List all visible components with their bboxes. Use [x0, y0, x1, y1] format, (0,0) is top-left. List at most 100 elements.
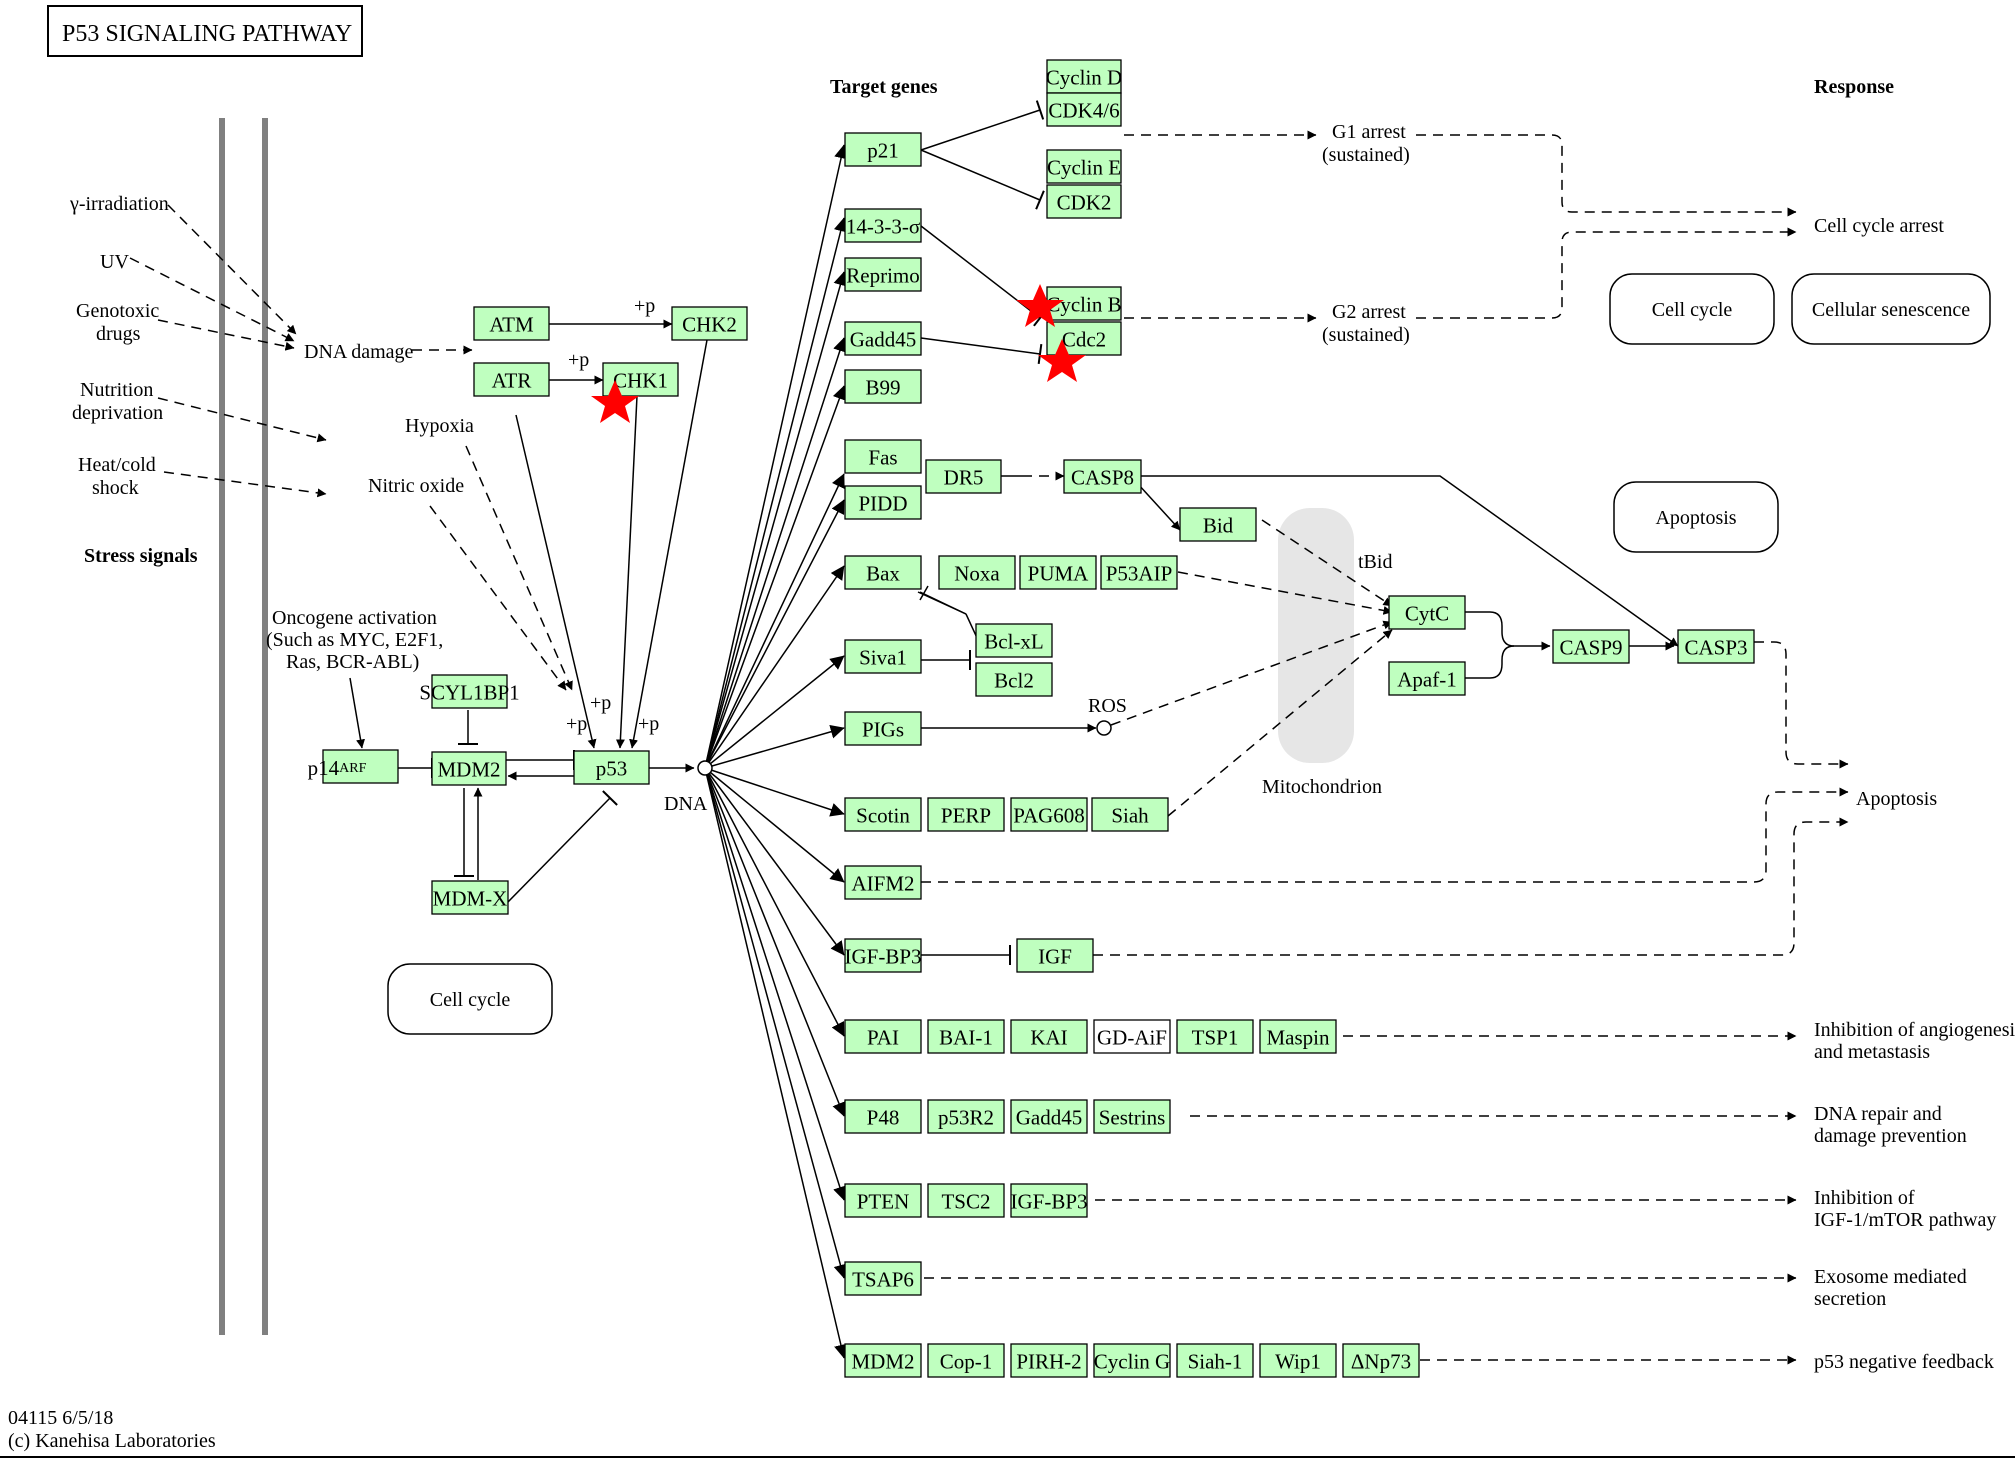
gene-puma[interactable]: PUMA — [1019, 555, 1097, 590]
gene-sestrins[interactable]: Sestrins — [1093, 1099, 1171, 1134]
gene-scotin[interactable]: Scotin — [844, 797, 922, 832]
gene-mdm2[interactable]: MDM2 — [431, 751, 507, 786]
gene-cycline[interactable]: Cyclin E — [1046, 149, 1122, 184]
gene-gadd45[interactable]: Gadd45 — [844, 321, 922, 356]
highlight-stars — [591, 284, 1086, 423]
gene-cyclind-label: Cyclin D — [1046, 66, 1122, 90]
gene-bcl2[interactable]: Bcl2 — [975, 662, 1053, 697]
gene-p53r2[interactable]: p53R2 — [927, 1099, 1005, 1134]
gene-p53[interactable]: p53 — [573, 750, 650, 785]
gene-bax[interactable]: Bax — [844, 555, 922, 590]
gene-cyclinG[interactable]: Cyclin G — [1093, 1343, 1171, 1378]
gene-p53aip[interactable]: P53AIP — [1100, 555, 1178, 590]
gene-igfbp3b[interactable]: IGF-BP3 — [1010, 1183, 1088, 1218]
gene-cyclinb[interactable]: Cyclin B — [1046, 286, 1122, 321]
gene-igfbp3[interactable]: IGF-BP3 — [844, 938, 922, 973]
gene-p48[interactable]: P48 — [844, 1099, 922, 1134]
gene-chk2[interactable]: CHK2 — [671, 306, 748, 341]
gene-mdmx[interactable]: MDM-X — [431, 880, 509, 915]
edge-bcl-inhibit-bax — [917, 591, 979, 641]
gene-cdk2[interactable]: CDK2 — [1046, 184, 1122, 219]
gene-apaf1[interactable]: Apaf-1 — [1388, 661, 1466, 696]
gene-bai1[interactable]: BAI-1 — [927, 1019, 1005, 1054]
gene-aifm2-label: AIFM2 — [851, 872, 914, 896]
g2-arrest-label: G2 arrest — [1332, 301, 1406, 323]
drugs-label: drugs — [96, 323, 141, 345]
edge-cytc-casp9 — [1465, 611, 1551, 651]
gene-pag608[interactable]: PAG608 — [1010, 797, 1088, 832]
edge-dna-pai — [704, 767, 845, 1037]
edge-dna-siva — [704, 655, 845, 769]
gene-pai[interactable]: PAI — [844, 1019, 922, 1054]
gene-pirh2[interactable]: PIRH-2 — [1010, 1343, 1088, 1378]
star-chk1 — [591, 380, 639, 423]
gene-aifm2[interactable]: AIFM2 — [844, 865, 922, 900]
gene-casp9[interactable]: CASP9 — [1552, 629, 1630, 664]
map-cell-cycle-right[interactable]: Cell cycle — [1609, 273, 1775, 345]
gene-gdaif-label: GD-AiF — [1097, 1026, 1167, 1050]
gene-tsp1[interactable]: TSP1 — [1176, 1019, 1254, 1054]
gene-atm[interactable]: ATM — [473, 306, 550, 341]
hypoxia-label: Hypoxia — [405, 415, 474, 437]
gene-gadd45b[interactable]: Gadd45 — [1010, 1099, 1088, 1134]
gene-perp[interactable]: PERP — [927, 797, 1005, 832]
gene-cdc2-label: Cdc2 — [1062, 328, 1106, 352]
page-title: P53 SIGNALING PATHWAY — [62, 21, 352, 47]
gene-casp3[interactable]: CASP3 — [1677, 629, 1755, 664]
gene-bid[interactable]: Bid — [1179, 507, 1257, 542]
gene-pigs[interactable]: PIGs — [844, 711, 922, 746]
gene-casp8[interactable]: CASP8 — [1063, 459, 1142, 494]
gene-scyl1bp1[interactable]: SCYL1BP1 — [419, 674, 520, 709]
gene-sigma[interactable]: 14-3-3-σ — [844, 208, 922, 243]
gene-noxa[interactable]: Noxa — [938, 555, 1016, 590]
gene-cdk46[interactable]: CDK4/6 — [1046, 92, 1122, 127]
map-cellular-senescence[interactable]: Cellular senescence — [1791, 273, 1991, 345]
stress-signal-labels: γ-irradiation UV Genotoxic drugs Nutriti… — [69, 193, 474, 673]
gene-pidd-label: PIDD — [858, 492, 907, 516]
gene-atr[interactable]: ATR — [473, 362, 550, 397]
gene-puma-label: PUMA — [1028, 562, 1090, 586]
response-labels: Cell cycle arrest Apoptosis Inhibition o… — [1814, 215, 2015, 1373]
edge-g1-cell-cycle-arrest — [1416, 134, 1797, 217]
gene-fas[interactable]: Fas — [844, 439, 922, 474]
gene-cytc[interactable]: CytC — [1388, 595, 1466, 630]
gene-igf-label: IGF — [1038, 945, 1072, 969]
apoptosis-response-label: Apoptosis — [1856, 788, 1937, 810]
edge-mdmx-inhibits-p53 — [507, 790, 618, 903]
gene-bclxl[interactable]: Bcl-xL — [975, 623, 1053, 658]
gene-b99[interactable]: B99 — [844, 369, 922, 404]
gene-chk2-label: CHK2 — [682, 313, 737, 337]
gene-p21-label: p21 — [867, 139, 899, 163]
edge-siah-cytc — [1167, 629, 1393, 817]
gene-igf[interactable]: IGF — [1016, 938, 1094, 973]
map-cell-cycle-right-label: Cell cycle — [1652, 299, 1733, 321]
edge-bcl-bar — [919, 585, 929, 601]
gene-chk1-label: CHK1 — [613, 369, 668, 393]
gene-cop1[interactable]: Cop-1 — [927, 1343, 1005, 1378]
gene-tsap6[interactable]: TSAP6 — [844, 1261, 922, 1296]
edge-dna-mdm2 — [704, 767, 848, 1359]
gene-dr5[interactable]: DR5 — [925, 459, 1002, 494]
gene-tsc2[interactable]: TSC2 — [927, 1183, 1005, 1218]
gene-pten[interactable]: PTEN — [844, 1183, 922, 1218]
gene-siva1[interactable]: Siva1 — [844, 639, 922, 674]
gene-maspin[interactable]: Maspin — [1259, 1019, 1337, 1054]
gene-reprimo[interactable]: Reprimo — [844, 257, 922, 292]
gene-p14arf[interactable]: p14ARF — [308, 749, 399, 784]
edge-dna-reprimo — [704, 271, 848, 769]
gene-dnp73-label: ΔNp73 — [1351, 1350, 1411, 1374]
gene-cyclind[interactable]: Cyclin D — [1046, 59, 1122, 94]
gene-gdaif[interactable]: GD-AiF — [1093, 1019, 1171, 1054]
map-cell-cycle-left[interactable]: Cell cycle — [387, 963, 553, 1035]
gene-siah[interactable]: Siah — [1091, 797, 1169, 832]
gene-mdm2b[interactable]: MDM2 — [844, 1343, 922, 1378]
gene-wip1[interactable]: Wip1 — [1259, 1343, 1337, 1378]
p14-text: p14 — [308, 756, 340, 780]
gene-kai[interactable]: KAI — [1010, 1019, 1088, 1054]
gene-siah1[interactable]: Siah-1 — [1176, 1343, 1254, 1378]
gene-p21[interactable]: p21 — [844, 132, 922, 167]
edge-igf-apoptosis — [1093, 817, 1849, 956]
gene-dnp73[interactable]: ΔNp73 — [1342, 1343, 1420, 1378]
map-apoptosis[interactable]: Apoptosis — [1613, 481, 1779, 553]
gene-pidd[interactable]: PIDD — [844, 485, 922, 520]
